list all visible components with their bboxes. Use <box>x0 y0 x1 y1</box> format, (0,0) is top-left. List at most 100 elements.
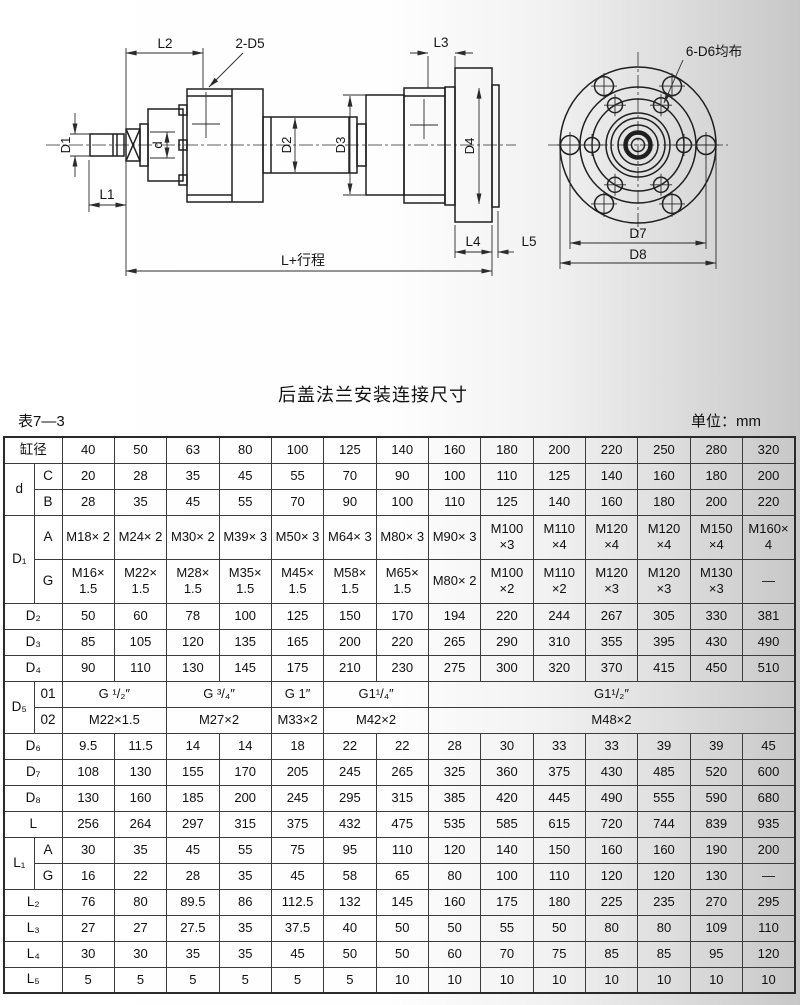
table-cell: 50 <box>375 914 429 942</box>
table-cell: M16× 1.5 <box>61 558 115 604</box>
row-label: L <box>3 810 63 838</box>
table-cell: 55 <box>218 836 272 864</box>
table-cell: 160 <box>113 784 168 812</box>
table-cell: 225 <box>584 888 639 916</box>
table-cell: 220 <box>584 436 639 464</box>
table-cell: 65 <box>375 862 429 890</box>
table-cell: 5 <box>270 966 325 994</box>
table-cell: 680 <box>741 784 796 812</box>
table-cell: 145 <box>375 888 429 916</box>
table-cell: 381 <box>741 602 796 630</box>
side-view <box>46 67 516 223</box>
table-cell: 395 <box>637 628 691 656</box>
dim-label-d2: D2 <box>279 137 294 154</box>
note-label-6-d6: 6-D6均布 <box>686 44 742 59</box>
table-cell: 28 <box>427 732 482 760</box>
table-cell: M160× 4 <box>741 514 796 560</box>
table-cell: 450 <box>689 654 743 682</box>
table-cell: 295 <box>741 888 796 916</box>
table-cell: 5 <box>166 966 220 994</box>
row-label: D₄ <box>3 654 63 682</box>
table-cell: 140 <box>375 436 429 464</box>
table-cell: 330 <box>689 602 743 630</box>
table-cell: 485 <box>637 758 691 786</box>
row-label: D₇ <box>3 758 63 786</box>
table-cell: 100 <box>375 488 429 516</box>
table-cell: M120 ×4 <box>584 514 639 560</box>
table-cell: 420 <box>480 784 534 812</box>
table-cell: 28 <box>113 462 168 490</box>
table-cell: 355 <box>584 628 639 656</box>
table-cell: 76 <box>61 888 115 916</box>
table-cell: 33 <box>532 732 586 760</box>
table-cell: 70 <box>270 488 325 516</box>
table-cell: 160 <box>584 836 639 864</box>
table-cell: 264 <box>113 810 168 838</box>
table-cell: 250 <box>637 436 691 464</box>
table-cell: 235 <box>637 888 691 916</box>
table-cell: 935 <box>741 810 796 838</box>
table-cell: 14 <box>166 732 220 760</box>
dim-label-l3: L3 <box>433 35 448 50</box>
table-cell: 120 <box>427 836 482 864</box>
table-cell: M30× 2 <box>166 514 220 560</box>
table-cell: G1¹/₄″ <box>323 680 429 708</box>
table-cell: 145 <box>218 654 272 682</box>
row-group-label: d <box>3 462 35 516</box>
table-cell: 10 <box>480 966 534 994</box>
dim-label-stroke: L+行程 <box>281 252 325 268</box>
table-cell: 120 <box>584 862 639 890</box>
table-cell: 230 <box>375 654 429 682</box>
table-cell: 415 <box>637 654 691 682</box>
table-cell: M65× 1.5 <box>375 558 429 604</box>
table-cell: 35 <box>218 940 272 968</box>
table-cell: 445 <box>532 784 586 812</box>
table-cell: 432 <box>323 810 377 838</box>
table-cell: 10 <box>532 966 586 994</box>
table-cell: 50 <box>61 602 115 630</box>
technical-drawing: D1 d L2 2-D5 L1 D2 D3 L3 D4 <box>46 35 742 276</box>
table-cell: 130 <box>113 758 168 786</box>
table-number: 表7—3 <box>18 413 65 430</box>
table-cell: 35 <box>166 462 220 490</box>
table-cell: 50 <box>375 940 429 968</box>
row-group-label: D₁ <box>3 514 35 604</box>
table-cell: 535 <box>427 810 482 838</box>
table-cell: 55 <box>270 462 325 490</box>
table-cell: 85 <box>61 628 115 656</box>
table-cell: 200 <box>218 784 272 812</box>
row-label: L₃ <box>3 914 63 942</box>
table-cell: 39 <box>689 732 743 760</box>
table-cell: 490 <box>741 628 796 656</box>
table-cell: 320 <box>532 654 586 682</box>
row-sub-label: 02 <box>33 706 63 734</box>
table-cell: 585 <box>480 810 534 838</box>
table-cell: 40 <box>323 914 377 942</box>
row-label: L₄ <box>3 940 63 968</box>
table-cell: 22 <box>375 732 429 760</box>
table-cell: 27 <box>113 914 168 942</box>
table-cell: 325 <box>427 758 482 786</box>
table-cell: 85 <box>637 940 691 968</box>
table-cell: 305 <box>637 602 691 630</box>
table-cell: 50 <box>427 914 482 942</box>
table-cell: 30 <box>480 732 534 760</box>
table-cell: 10 <box>584 966 639 994</box>
table-cell: 600 <box>741 758 796 786</box>
table-cell: M33×2 <box>270 706 325 734</box>
row-label: L₂ <box>3 888 63 916</box>
table-cell: 45 <box>166 488 220 516</box>
row-label: L₅ <box>3 966 63 994</box>
table-cell: 315 <box>218 810 272 838</box>
table-cell: 35 <box>113 488 168 516</box>
table-cell: 112.5 <box>270 888 325 916</box>
table-cell: 80 <box>427 862 482 890</box>
table-cell: 16 <box>61 862 115 890</box>
